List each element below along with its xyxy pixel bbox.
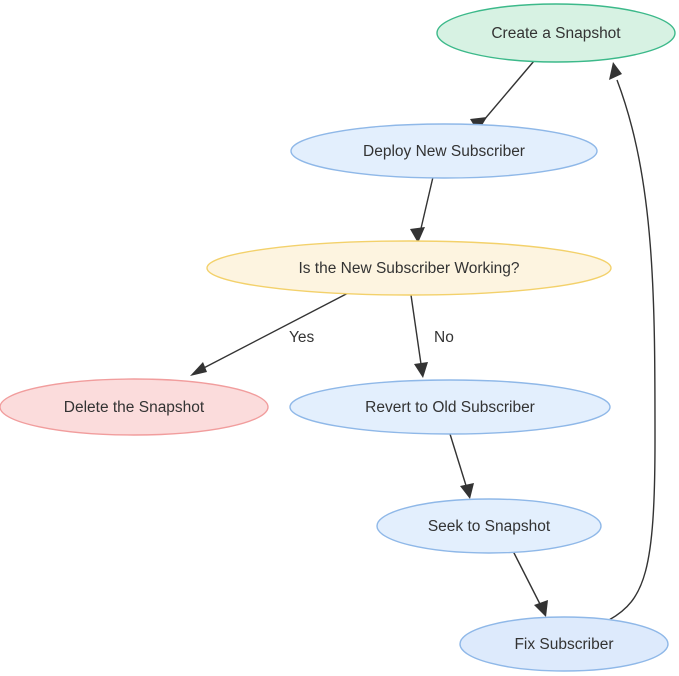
edge-deploy-to-decision (410, 176, 434, 243)
edge-label-no: No (434, 329, 454, 346)
node-label: Revert to Old Subscriber (365, 399, 535, 416)
node-label: Seek to Snapshot (428, 518, 551, 535)
edge-path (512, 550, 544, 611)
arrow-head-icon (414, 362, 428, 378)
edge-path (418, 176, 434, 238)
edge-decision-to-revert-no: No (410, 294, 454, 378)
node-deploy-new-subscriber[interactable]: Deploy New Subscriber (290, 123, 598, 179)
node-shape[interactable] (206, 240, 612, 296)
node-shape[interactable] (0, 378, 269, 436)
edge-seek-to-fix (512, 550, 548, 617)
node-shape[interactable] (290, 123, 598, 179)
node-label: Fix Subscriber (514, 636, 613, 653)
arrow-head-icon (534, 600, 548, 617)
nodes-layer: Create a Snapshot Deploy New Subscriber … (0, 3, 676, 672)
node-shape[interactable] (436, 3, 676, 63)
edges-layer: Yes No (190, 60, 656, 621)
node-shape[interactable] (289, 379, 611, 435)
edge-revert-to-seek (449, 433, 474, 499)
edge-label-yes: Yes (289, 329, 315, 346)
node-label: Is the New Subscriber Working? (298, 260, 519, 277)
edge-create-to-deploy (470, 60, 535, 132)
arrow-head-icon (609, 62, 622, 80)
node-label: Delete the Snapshot (64, 399, 205, 416)
node-fix-subscriber[interactable]: Fix Subscriber (459, 616, 669, 672)
edge-path (477, 60, 535, 128)
arrow-head-icon (190, 362, 207, 376)
edge-path (195, 290, 353, 373)
node-seek-to-snapshot[interactable]: Seek to Snapshot (376, 498, 602, 554)
node-shape[interactable] (376, 498, 602, 554)
arrow-head-icon (410, 227, 425, 243)
edge-decision-to-delete-yes: Yes (190, 290, 353, 376)
edge-path (608, 79, 656, 621)
node-shape[interactable] (459, 616, 669, 672)
node-label: Deploy New Subscriber (363, 143, 525, 160)
node-create-snapshot[interactable]: Create a Snapshot (436, 3, 676, 63)
arrow-head-icon (460, 483, 474, 499)
node-delete-snapshot[interactable]: Delete the Snapshot (0, 378, 269, 436)
edge-path (410, 294, 423, 372)
node-revert-old-subscriber[interactable]: Revert to Old Subscriber (289, 379, 611, 435)
edge-path (449, 433, 469, 493)
node-label: Create a Snapshot (491, 25, 621, 42)
edge-fix-to-create-loop (608, 62, 656, 621)
node-is-new-subscriber-working[interactable]: Is the New Subscriber Working? (206, 240, 612, 296)
